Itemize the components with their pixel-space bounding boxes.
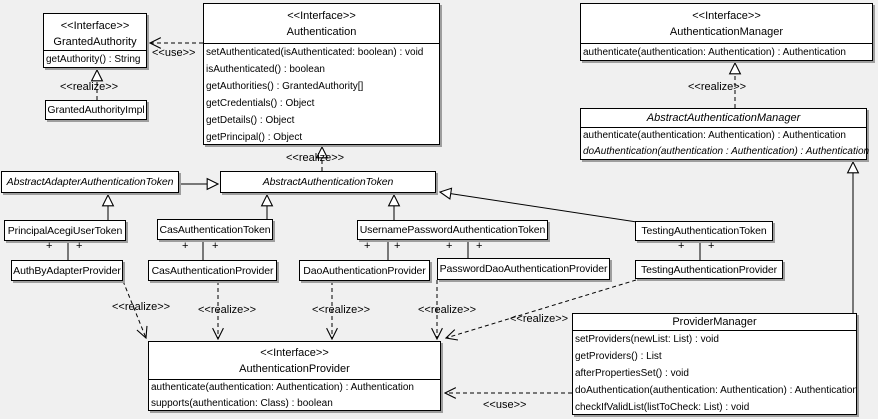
assoc-end-plus: + (212, 240, 219, 252)
assoc-end-plus: + (476, 240, 483, 252)
class-authentication-provider: <<Interface>> AuthenticationProvider aut… (148, 341, 441, 411)
granted-authority-stereotype: <<Interface>> (60, 20, 130, 32)
class-auth-by-adapter-provider: AuthByAdapterProvider (11, 260, 123, 281)
abstract-adapter-authentication-token-name: AbstractAdapterAuthenticationToken (6, 176, 174, 188)
authentication-method: getAuthorities() : GrantedAuthority[] (206, 81, 364, 92)
testing-authentication-provider-name: TestingAuthenticationProvider (640, 263, 777, 276)
assoc-end-plus: + (76, 240, 83, 252)
realize-label-abstractauthenticationtoken: <<realize>> (286, 152, 345, 164)
authentication-method: isAuthenticated() : boolean (206, 64, 325, 75)
authentication-manager-name: AuthenticationManager (669, 26, 784, 38)
authentication-manager-stereotype: <<Interface>> (692, 10, 761, 22)
provider-manager-method: afterPropertiesSet() : void (575, 368, 689, 379)
class-principal-acegi-user-token: PrincipalAcegiUserToken (4, 220, 126, 241)
testing-authentication-token-name: TestingAuthenticationToken (641, 225, 767, 237)
class-authentication-manager: <<Interface>> AuthenticationManager auth… (580, 3, 873, 61)
authentication-method: getCredentials() : Object (206, 98, 315, 109)
assoc-end-plus: + (182, 240, 189, 252)
realize-label-casauthenticationprovider: <<realize>> (198, 304, 257, 316)
class-testing-authentication-provider: TestingAuthenticationProvider (635, 260, 783, 279)
use-label-grantedauthority: <<use>> (152, 47, 196, 59)
cas-authentication-token-name: CasAuthenticationToken (159, 223, 271, 236)
authentication-manager-method: authenticate(authentication: Authenticat… (583, 47, 846, 58)
class-abstract-authentication-token: AbstractAuthenticationToken (220, 171, 436, 193)
class-dao-authentication-provider: DaoAuthenticationProvider (299, 260, 430, 281)
realize-label-daoauthenticationprovider: <<realize>> (312, 304, 371, 316)
granted-authority-name: GrantedAuthority (53, 36, 137, 48)
abstract-authentication-manager-abstract-method: doAuthentication(authentication : Authen… (583, 146, 870, 157)
password-dao-authentication-provider-name: PasswordDaoAuthenticationProvider (439, 263, 608, 275)
realize-label-testingauthenticationprovider: <<realize>> (510, 313, 569, 325)
class-granted-authority: <<Interface>> GrantedAuthority getAuthor… (43, 13, 147, 68)
cas-authentication-provider-name: CasAuthenticationProvider (151, 264, 274, 277)
authentication-provider-method: supports(authentication: Class) : boolea… (151, 398, 333, 409)
abstract-authentication-manager-name: AbstractAuthenticationManager (646, 112, 801, 124)
authentication-method: getPrincipal() : Object (206, 132, 303, 143)
authentication-provider-method: authenticate(authentication: Authenticat… (151, 382, 414, 393)
abstract-authentication-token-name: AbstractAuthenticationToken (262, 176, 394, 188)
dao-authentication-provider-name: DaoAuthenticationProvider (303, 264, 426, 277)
realize-label-passworddaoauthenticationprovider: <<realize>> (418, 304, 477, 316)
realize-label-abstractauthenticationmanager: <<realize>> (688, 81, 747, 93)
assoc-end-plus: + (46, 240, 53, 252)
class-provider-manager: ProviderManager setProviders(newList: Li… (572, 313, 857, 415)
class-cas-authentication-provider: CasAuthenticationProvider (148, 260, 277, 281)
authentication-method: setAuthenticated(isAuthenticated: boolea… (206, 47, 424, 58)
class-granted-authority-impl: GrantedAuthorityImpl (45, 100, 147, 120)
authentication-provider-name: AuthenticationProvider (239, 363, 350, 375)
assoc-end-plus: + (708, 240, 715, 252)
edge-realize-testingauthenticationprovider (446, 279, 637, 338)
abstract-authentication-manager-method: authenticate(authentication: Authenticat… (583, 130, 846, 141)
assoc-end-plus: + (678, 240, 685, 252)
authentication-stereotype: <<Interface>> (287, 10, 356, 22)
auth-by-adapter-provider-name: AuthByAdapterProvider (13, 264, 121, 277)
assoc-end-plus: + (394, 240, 401, 252)
provider-manager-method: getProviders() : List (575, 351, 662, 362)
class-password-dao-authentication-provider: PasswordDaoAuthenticationProvider (437, 258, 610, 280)
provider-manager-method: doAuthentication(authentication: Authent… (575, 385, 856, 396)
provider-manager-method: checkIfValidList(listToCheck: List) : vo… (575, 402, 750, 413)
edge-realize-authbyadapterprovider (122, 280, 146, 338)
granted-authority-method: getAuthority() : String (46, 54, 141, 65)
provider-manager-method: setProviders(newList: List) : void (575, 334, 719, 345)
class-abstract-adapter-authentication-token: AbstractAdapterAuthenticationToken (1, 171, 179, 193)
authentication-provider-stereotype: <<Interface>> (260, 347, 329, 359)
authentication-method: getDetails() : Object (206, 115, 295, 126)
class-cas-authentication-token: CasAuthenticationToken (157, 219, 273, 240)
class-abstract-authentication-manager: AbstractAuthenticationManager authentica… (580, 108, 870, 160)
assoc-end-plus: + (446, 240, 453, 252)
provider-manager-name: ProviderManager (672, 316, 757, 328)
class-authentication: <<Interface>> Authentication setAuthenti… (203, 3, 440, 145)
username-password-authentication-token-name: UsernamePasswordAuthenticationToken (359, 224, 546, 236)
assoc-end-plus: + (364, 240, 371, 252)
granted-authority-impl-name: GrantedAuthorityImpl (47, 104, 145, 116)
authentication-name: Authentication (286, 26, 357, 38)
class-testing-authentication-token: TestingAuthenticationToken (635, 221, 773, 241)
principal-acegi-user-token-name: PrincipalAcegiUserToken (7, 224, 123, 237)
edge-gen-testingauthenticationtoken (440, 192, 638, 223)
class-username-password-authentication-token: UsernamePasswordAuthenticationToken (357, 220, 548, 240)
realize-label-grantedauthorityimpl: <<realize>> (60, 81, 119, 93)
realize-label-authbyadapterprovider: <<realize>> (112, 301, 171, 313)
use-label-providermanager: <<use>> (483, 399, 527, 411)
